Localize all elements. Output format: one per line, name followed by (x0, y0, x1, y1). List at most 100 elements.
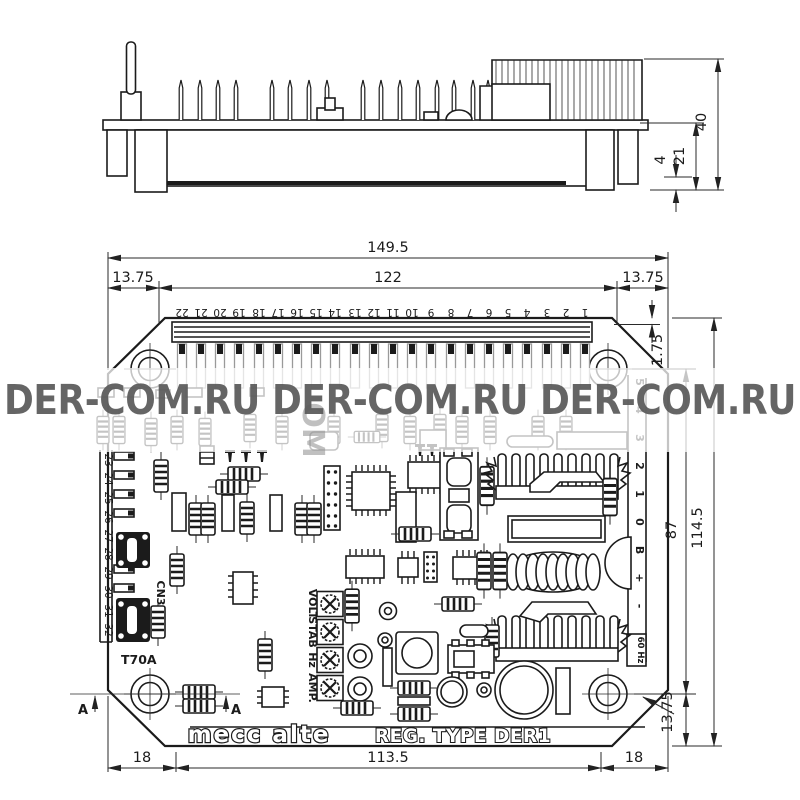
terminal-number: 23 (102, 453, 114, 466)
capacitor-tall (382, 647, 393, 687)
terminal-number: 14 (328, 306, 342, 318)
section-marker-a: A (231, 703, 241, 718)
model-label: REG. TYPE DER1 (375, 726, 551, 747)
terminal-label: 0 (633, 518, 646, 526)
watermark-band (0, 368, 800, 452)
relay-label: T70A (121, 652, 157, 667)
heatsink-clip-lower (518, 601, 598, 623)
trimmer-label-stab: STAB (306, 616, 319, 647)
trimmer-volt (315, 590, 345, 618)
standoff-foot (134, 129, 168, 193)
dip-ic (232, 571, 254, 605)
terminal-label: + (633, 573, 646, 582)
trimmer-stab (315, 618, 345, 646)
dim-width-inner: 122 (374, 270, 402, 286)
standoff-foot (106, 129, 128, 177)
heatsink-side (479, 59, 643, 121)
terminal-number: 24 (102, 472, 114, 486)
dim-width-total: 149.5 (367, 240, 409, 256)
component-dome (445, 109, 473, 121)
terminal-number: 25 (102, 491, 114, 504)
capacitor-dshape (604, 536, 632, 590)
pcb-top-view: 1 2 3 4 5 6 7 8 9 10 11 12 13 14 15 16 1… (70, 240, 722, 772)
leader-arrow (642, 696, 675, 715)
resistor (152, 450, 170, 502)
film-capacitor (221, 494, 235, 532)
dim-height-total: 114.5 (690, 507, 706, 549)
terminal-number: 15 (309, 306, 322, 318)
board-dimensions: 149.5 13.75 122 13.75 1.75 87 114.5 13.7… (107, 240, 722, 772)
soic-ic (345, 555, 385, 579)
heatsink-clip-upper (529, 471, 606, 493)
terminal-number: 4 (523, 306, 530, 318)
qfp-ic (351, 471, 391, 511)
trimmer-label-amp: AMP. (306, 673, 319, 703)
frequency-label: 60 Hz (635, 637, 645, 664)
soic-ic (397, 557, 419, 578)
terminal-number: 21 (194, 306, 207, 318)
dim-foot-right: 18 (625, 750, 643, 766)
watermark-text: DER-COM.RU DER-COM.RU DER-COM.RU (4, 376, 796, 424)
relay-frame (439, 447, 479, 541)
power-device-side (491, 83, 551, 121)
section-marks: A A (70, 693, 675, 718)
component-small (423, 111, 439, 121)
terminal-number: 3 (544, 306, 551, 318)
terminal-number: 26 (102, 510, 114, 524)
terminal-number: 28 (102, 547, 114, 560)
terminal-number: 8 (448, 306, 455, 318)
trimmer-label-volt: VOLT (306, 589, 319, 620)
soic-ic (261, 686, 285, 708)
terminal-number: 12 (367, 306, 380, 318)
capacitor-pill (459, 624, 489, 638)
terminal-number: 20 (213, 306, 226, 318)
dim-margin-right: 13.75 (622, 270, 664, 286)
side-view-dimensions: 40 21 4 (640, 58, 724, 212)
terminal-strip-top: 1 2 3 4 5 6 7 8 9 10 11 12 13 14 15 16 1… (171, 306, 593, 389)
board-body-side (136, 129, 613, 187)
terminal-number: 17 (271, 306, 284, 318)
terminal-label: 1 (633, 490, 646, 498)
side-view: 40 21 4 (102, 41, 724, 212)
pin-header (323, 465, 341, 531)
terminal-number: 9 (428, 306, 435, 318)
watermark-fragment: OM (295, 402, 330, 457)
dim-width-bottom: 113.5 (367, 750, 409, 766)
terminal-label: 2 (633, 462, 646, 470)
terminal-number: 11 (386, 306, 399, 318)
dim-board-height: 21 (672, 147, 688, 165)
dim-strip-offset: 1.75 (650, 334, 666, 366)
terminal-number: 1 (582, 306, 589, 318)
component-cluster-bottom (173, 601, 571, 723)
standoff-foot (617, 129, 639, 185)
toroid-inductor (505, 551, 601, 593)
soic-ic (407, 461, 443, 489)
terminal-number: 22 (175, 306, 188, 318)
terminal-number: 5 (505, 306, 512, 318)
dim-hole-spacing: 87 (664, 521, 680, 539)
terminal-number: 10 (405, 306, 418, 318)
trimmer-hz (315, 646, 345, 674)
terminal-number: 31 (102, 604, 114, 617)
terminal-number: 30 (102, 585, 114, 598)
terminal-label: - (633, 604, 646, 609)
relay-t70a: T70A (116, 532, 157, 667)
power-resistor (507, 515, 606, 543)
terminal-number: 7 (467, 306, 474, 318)
antenna-post (120, 41, 142, 121)
terminal-number: 32 (102, 623, 114, 636)
board-plate-side (102, 119, 649, 131)
film-capacitor (269, 494, 283, 532)
terminal-number: 13 (348, 306, 361, 318)
terminal-strip-left: 23 24 25 26 27 28 29 30 31 32 (99, 450, 135, 643)
terminal-label: B (633, 546, 646, 554)
film-capacitor (171, 492, 187, 532)
terminal-number: 6 (485, 306, 492, 318)
trimmer-block: VOLT STAB Hz AMP. (306, 579, 361, 703)
terminal-number: 18 (252, 306, 265, 318)
dim-total-height: 40 (694, 113, 710, 131)
standoff-foot (585, 129, 615, 191)
terminal-number: 29 (102, 566, 114, 579)
